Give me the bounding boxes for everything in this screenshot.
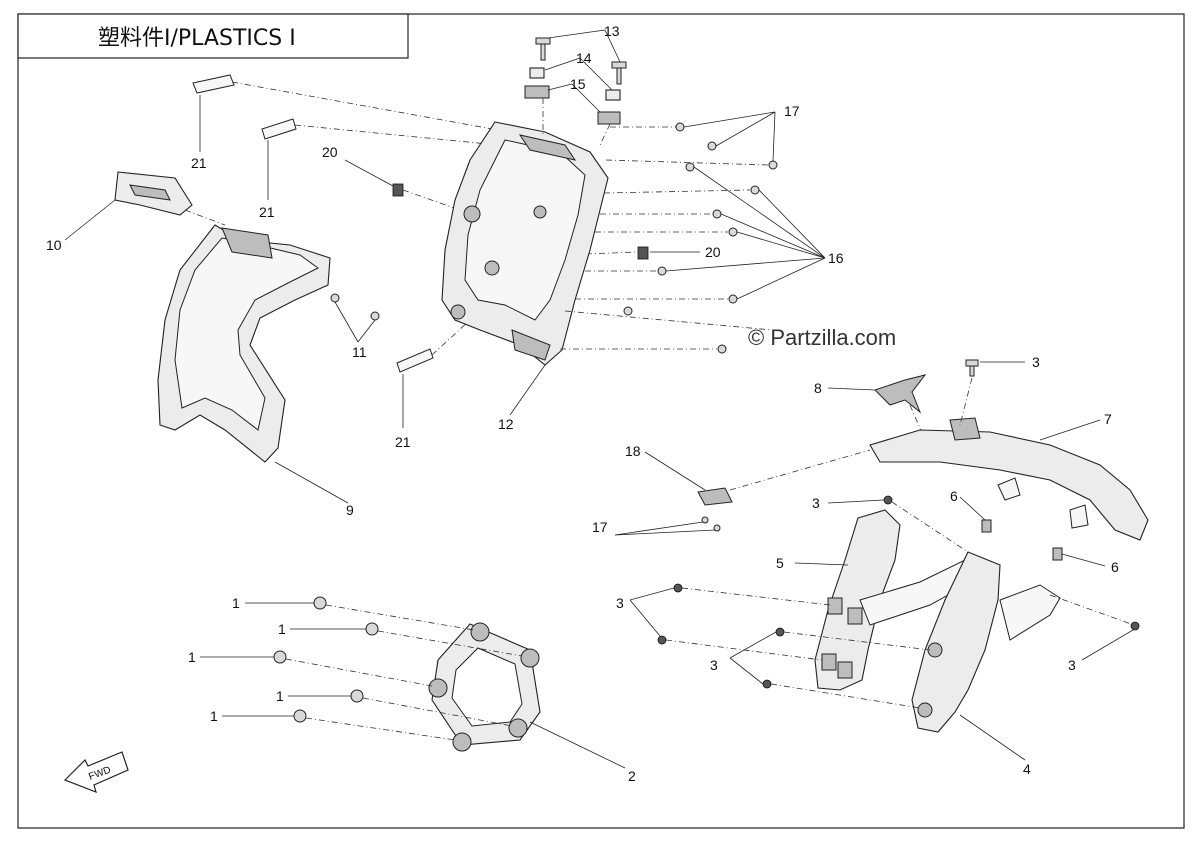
part-11-screws — [330, 293, 380, 343]
callout-18: 18 — [625, 443, 641, 459]
callout-8: 8 — [814, 380, 822, 396]
callout-13: 13 — [604, 23, 620, 39]
part-3-screws — [629, 495, 1140, 709]
callout-17: 17 — [592, 519, 608, 535]
callout-7: 7 — [1104, 411, 1112, 427]
callout-21: 21 — [395, 434, 411, 450]
callout-labels: 1 1 1 1 1 2 3 3 3 3 3 4 5 6 6 7 8 9 10 1… — [46, 23, 1119, 784]
part-16-17-screws — [560, 111, 826, 354]
part-4-right-fork-guard — [911, 551, 1061, 761]
callout-1: 1 — [188, 649, 196, 665]
callout-3: 3 — [1068, 657, 1076, 673]
callout-21: 21 — [259, 204, 275, 220]
part-21-reflectors — [192, 74, 499, 428]
callout-15: 15 — [570, 76, 586, 92]
callout-3: 3 — [710, 657, 718, 673]
callout-3: 3 — [812, 495, 820, 511]
callout-6: 6 — [1111, 559, 1119, 575]
part-10-cover-cap — [64, 171, 193, 241]
part-3-top-screw — [959, 359, 1025, 426]
callout-20: 20 — [322, 144, 338, 160]
diagram-title: 塑料件Ⅰ/PLASTICS Ⅰ — [98, 26, 296, 51]
callout-1: 1 — [278, 621, 286, 637]
part-8-emblem — [827, 374, 927, 441]
title-box — [17, 13, 409, 59]
part-1-bolts — [200, 596, 523, 741]
callout-16: 16 — [828, 250, 844, 266]
callout-11: 11 — [352, 344, 367, 360]
part-7-front-fender — [729, 417, 1149, 541]
callout-20: 20 — [705, 244, 721, 260]
callout-9: 9 — [346, 502, 354, 518]
callout-3: 3 — [1032, 354, 1040, 370]
diagram-frame — [17, 13, 1185, 829]
callout-1: 1 — [232, 595, 240, 611]
callout-1: 1 — [276, 688, 284, 704]
fwd-arrow-icon: FWD — [63, 751, 129, 793]
callout-10: 10 — [46, 237, 62, 253]
watermark: © Partzilla.com — [748, 325, 896, 350]
callout-6: 6 — [950, 488, 958, 504]
callout-3: 3 — [616, 595, 624, 611]
callout-2: 2 — [628, 768, 636, 784]
part-12-headlight-housing — [441, 121, 609, 416]
callout-21: 21 — [191, 155, 207, 171]
part-6-nuts — [959, 496, 1106, 567]
callout-1: 1 — [210, 708, 218, 724]
callout-4: 4 — [1023, 761, 1031, 777]
part-2-bracket — [428, 622, 626, 769]
part-18-fender-clip — [614, 451, 733, 536]
part-13-14-15-fasteners — [524, 29, 627, 146]
part-9-front-cowl — [157, 209, 349, 504]
callout-5: 5 — [776, 555, 784, 571]
callout-12: 12 — [498, 416, 514, 432]
part-5-left-fork-guard — [794, 509, 976, 691]
callout-17: 17 — [784, 103, 800, 119]
callout-14: 14 — [576, 50, 592, 66]
